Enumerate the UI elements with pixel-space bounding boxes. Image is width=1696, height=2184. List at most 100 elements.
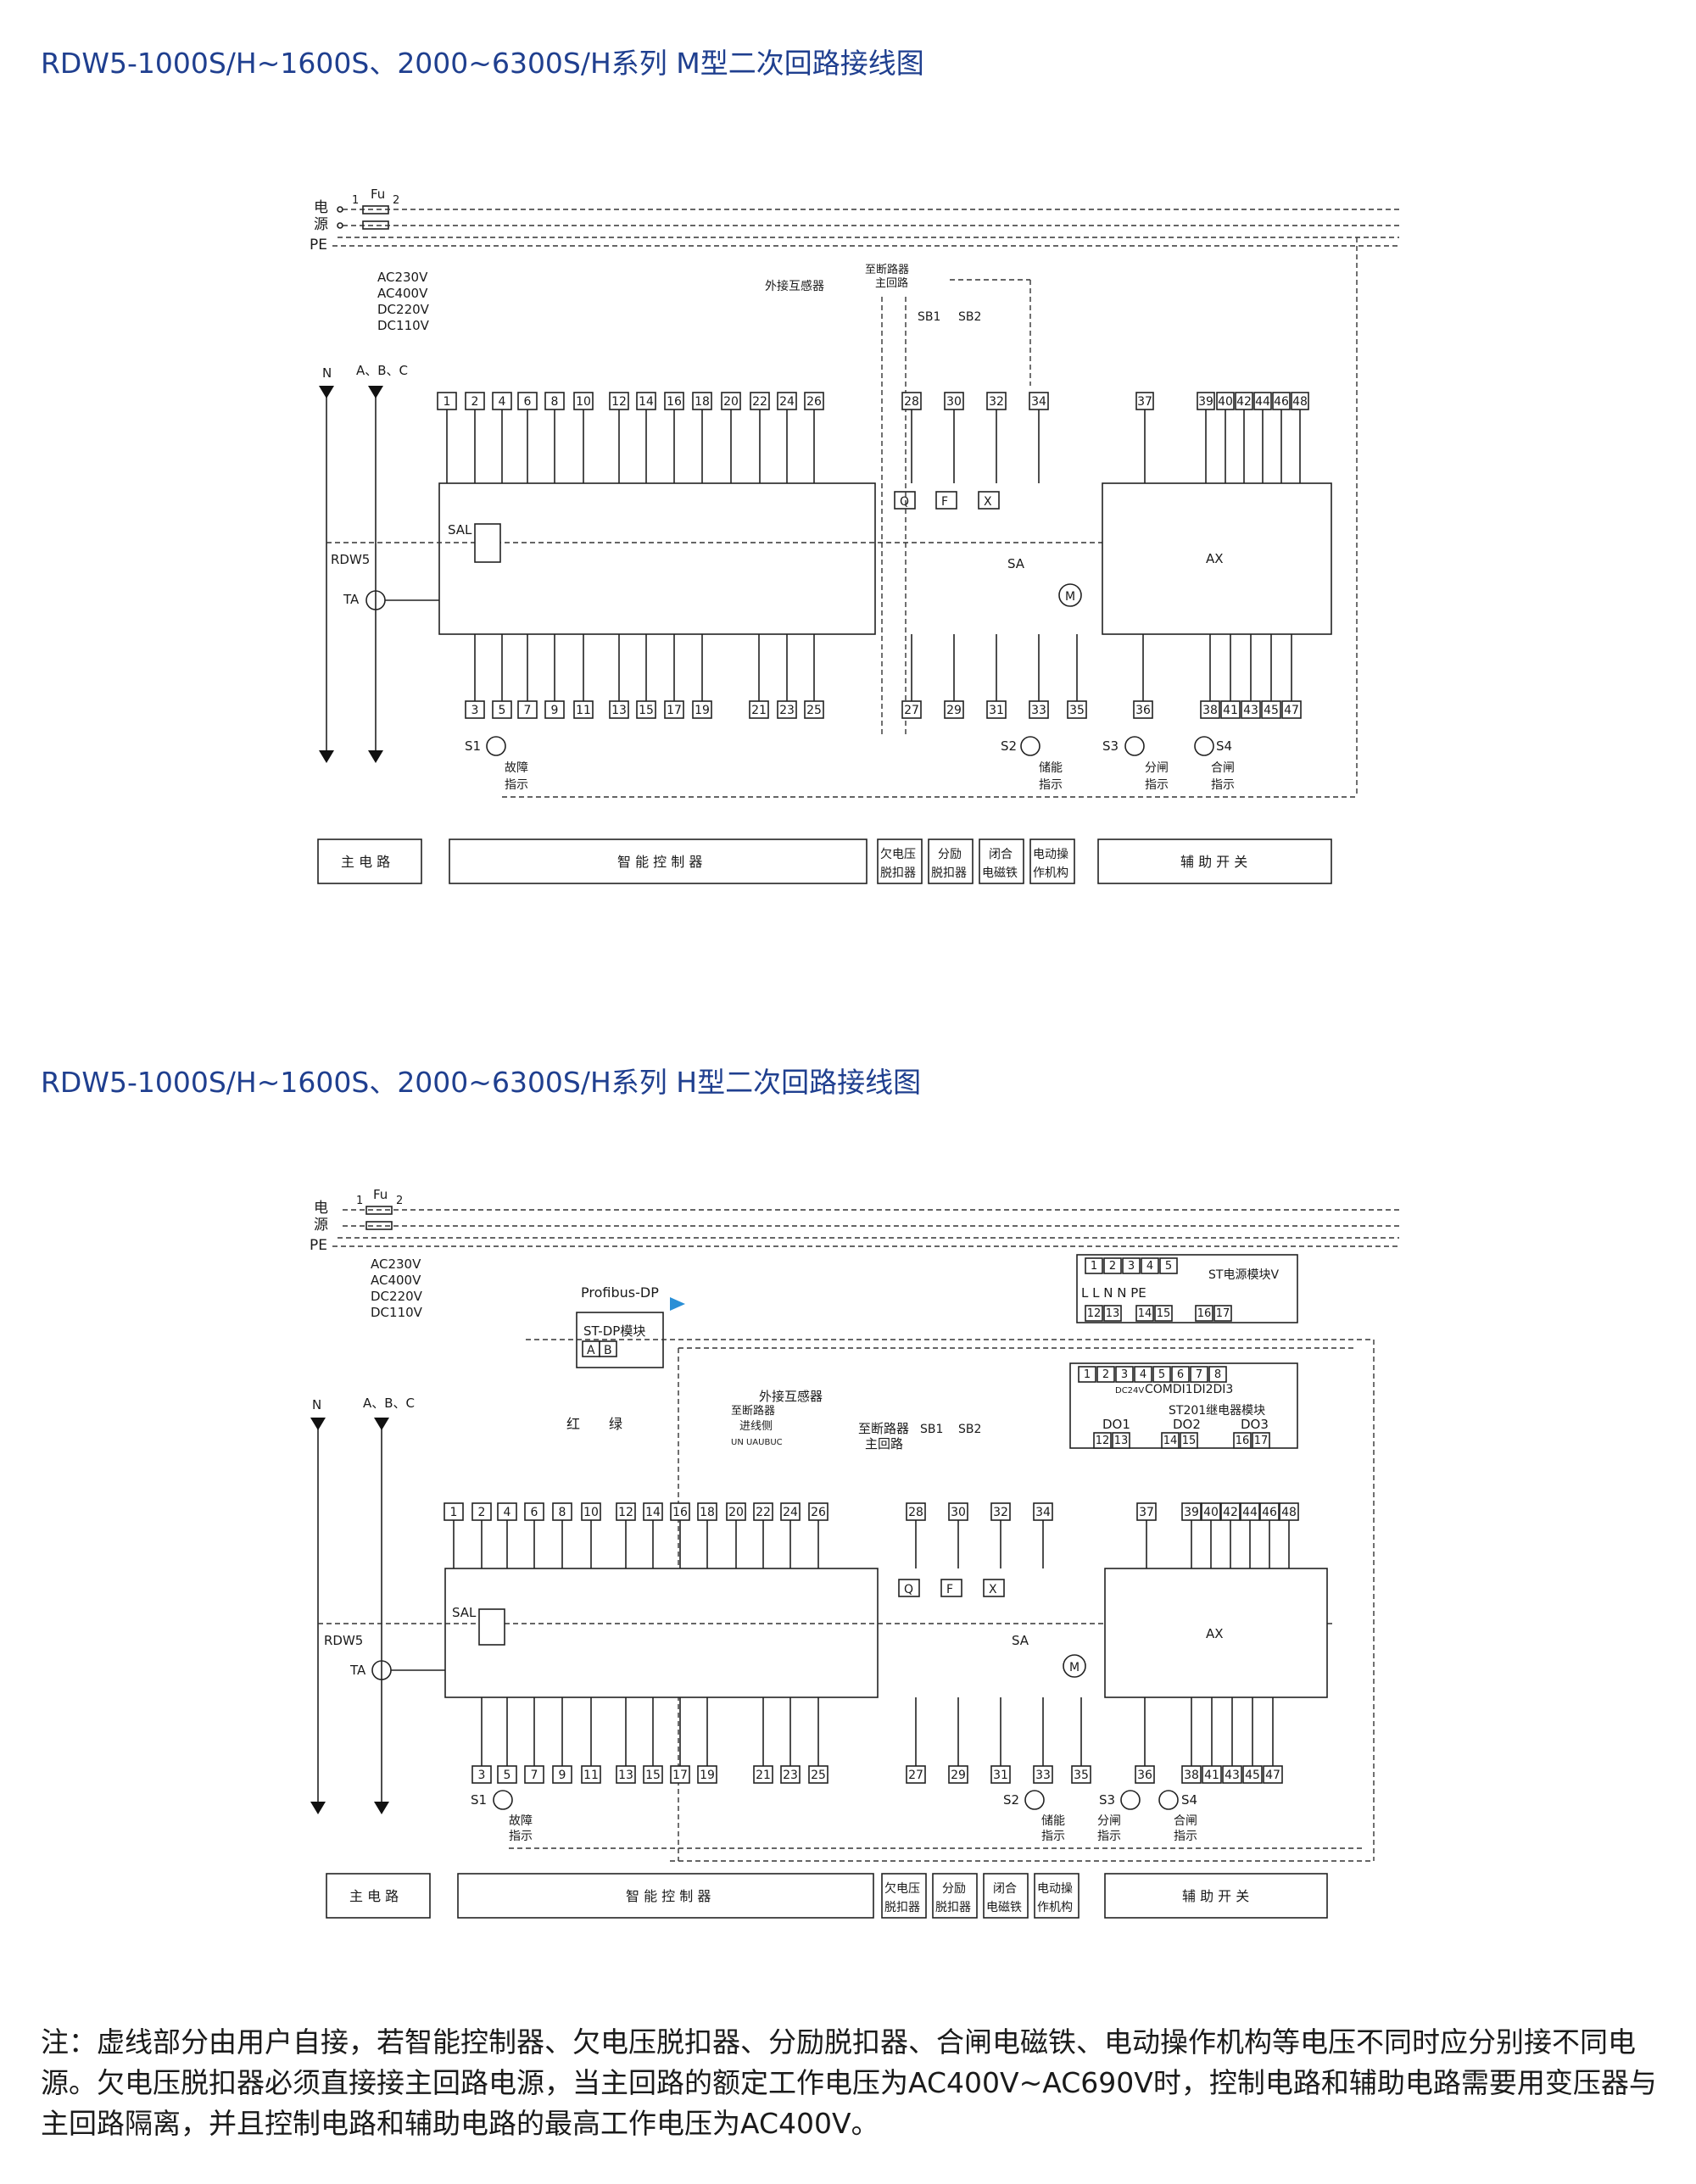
terminal-box: [465, 392, 485, 410]
terminal-label: 3: [1121, 1368, 1128, 1381]
lamp-s3-icon: [1124, 736, 1145, 756]
h-sb1-label: SB1: [920, 1423, 943, 1436]
terminal-label: 13: [1114, 1435, 1129, 1447]
footer-close: [979, 838, 1024, 884]
ax-box: [1102, 482, 1332, 635]
terminal-box: [1291, 392, 1309, 410]
terminal-box: [492, 700, 512, 719]
h-close-2: 指示: [1174, 1830, 1197, 1843]
h-power-label-dian: 电: [314, 1200, 328, 1217]
m-type-wiring-diagram: 电 源 PE 1 Fu 2 AC230V AC400V DC220V DC110…: [310, 187, 1399, 884]
terminal-label: 17: [1254, 1435, 1269, 1447]
terminal-box: [497, 1765, 517, 1784]
h-fuse-pin1: 1: [356, 1195, 363, 1207]
terminal-label: 25: [806, 704, 822, 717]
terminal-label: 1: [444, 395, 451, 409]
terminal-label: 23: [779, 704, 795, 717]
terminal-box: [901, 392, 922, 410]
h-store-2: 指示: [1041, 1830, 1065, 1843]
motor-symbol: [1058, 583, 1082, 607]
h-footer-close: [983, 1873, 1029, 1919]
terminal-box: [1279, 1502, 1299, 1521]
terminal-label: 7: [1196, 1368, 1202, 1381]
terminal-box: [692, 700, 712, 719]
terminal-box: [944, 700, 964, 719]
terminal-box: [948, 1502, 968, 1521]
h-motor-label: M: [1069, 1661, 1080, 1674]
h-ta-label: TA: [349, 1663, 366, 1678]
terminal-label: 34: [1031, 395, 1046, 409]
coil-f-label: F: [941, 495, 948, 509]
terminal-label: 15: [1157, 1307, 1171, 1320]
terminal-label: 5: [504, 1769, 511, 1782]
terminal-box: [444, 1502, 464, 1521]
terminal-box: [808, 1765, 828, 1784]
footer-close-2: 电磁铁: [982, 866, 1018, 880]
terminal-label: 18: [695, 395, 710, 409]
h-footer-close-2: 电磁铁: [986, 1901, 1022, 1914]
h-lamp-s2-icon: [1024, 1790, 1045, 1810]
h-footer-controller: [457, 1873, 874, 1919]
h-motor-symbol: [1063, 1654, 1086, 1678]
h-voltage-3: DC110V: [371, 1305, 423, 1320]
terminal-label: 12: [611, 395, 627, 409]
fault-label-2: 指示: [505, 778, 528, 792]
terminal-label: 18: [700, 1506, 715, 1519]
terminal-label: 26: [811, 1506, 826, 1519]
terminal-label: 39: [1184, 1506, 1199, 1519]
terminal-label: 20: [723, 395, 739, 409]
terminal-label: 44: [1255, 395, 1270, 409]
relay-module-label: ST201继电器模块: [1169, 1404, 1265, 1418]
h-footer-controller-label: 智 能 控 制 器: [626, 1888, 711, 1904]
terminal-box: [1253, 392, 1272, 410]
terminal-label: 29: [951, 1769, 966, 1782]
terminal-label: 15: [639, 704, 654, 717]
terminal-label: 22: [752, 395, 767, 409]
terminal-label: 2: [478, 1506, 486, 1519]
terminal-box: [609, 392, 629, 410]
h-un-label: UN UAUBUC: [731, 1438, 783, 1447]
terminal-label: 8: [559, 1506, 566, 1519]
terminal-label: 45: [1245, 1769, 1260, 1782]
terminal-label: 40: [1203, 1506, 1219, 1519]
terminal-label: 46: [1274, 395, 1289, 409]
terminal-box: [1281, 700, 1302, 719]
terminal-label: 23: [783, 1769, 798, 1782]
ext-ct-label: 外接互感器: [765, 279, 824, 293]
h-coil-f-label: F: [946, 1583, 953, 1596]
footer-uv-1: 欠电压: [880, 848, 916, 861]
terminal-box: [492, 392, 512, 410]
terminal-label: 19: [695, 704, 710, 717]
terminal-label: 3: [471, 704, 479, 717]
terminal-box: [609, 700, 629, 719]
terminal-label: 28: [908, 1506, 923, 1519]
terminal-box: [1200, 700, 1220, 719]
fuse-1: [362, 205, 389, 214]
terminal-label: 42: [1223, 1506, 1238, 1519]
terminal-box: [1220, 700, 1241, 719]
h-footer-motor-2: 作机构: [1037, 1901, 1073, 1914]
lamp-s1-label: S1: [465, 738, 481, 754]
footer-shunt-1: 分励: [938, 848, 962, 861]
h-footer-motor: [1034, 1873, 1080, 1919]
footer-aux: [1097, 838, 1332, 884]
terminal-label: 35: [1069, 704, 1085, 717]
terminal-box: [1067, 700, 1087, 719]
terminal-label: 3: [1128, 1260, 1135, 1273]
terminal-box: [581, 1765, 601, 1784]
ta-label: TA: [343, 592, 360, 607]
terminal-label: 32: [993, 1506, 1008, 1519]
profibus-arrow-icon: [670, 1297, 685, 1311]
terminal-box: [616, 1502, 636, 1521]
abc-label: A、B、C: [356, 363, 408, 378]
terminal-label: 48: [1292, 395, 1308, 409]
terminal-label: 16: [672, 1506, 688, 1519]
terminal-label: 3: [478, 1769, 486, 1782]
h-fault-2: 指示: [509, 1830, 533, 1843]
terminal-label: 21: [751, 704, 767, 717]
terminal-label: 48: [1281, 1506, 1297, 1519]
terminal-label: 2: [1102, 1368, 1109, 1381]
terminal-box: [664, 392, 684, 410]
